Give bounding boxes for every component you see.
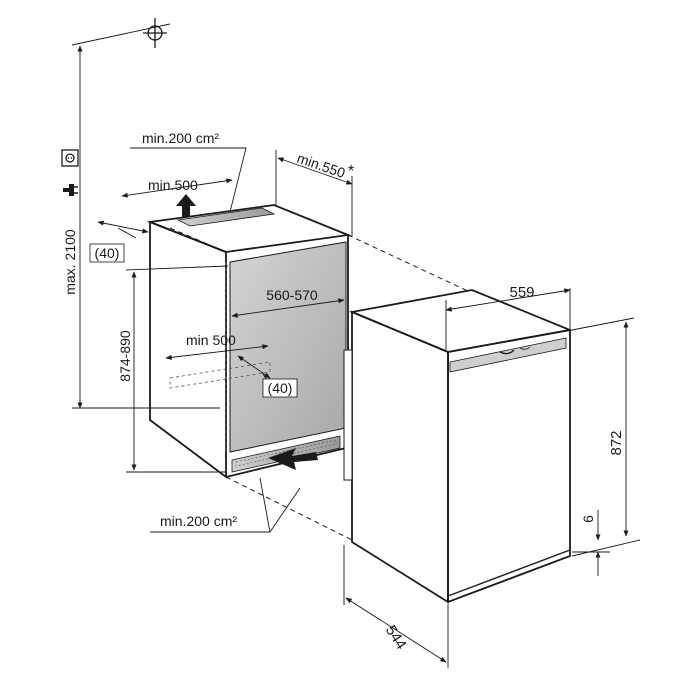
top-vent-depth-dimension: min.500 [121, 177, 233, 198]
bottom-vent-area-label: min.200 cm² [160, 513, 237, 529]
top-vent-area-label: min.200 cm² [142, 130, 219, 146]
cabinet-depth-label: min.550 [295, 150, 348, 181]
top-vent-area-dimension: min.200 cm² [130, 130, 247, 213]
niche-width-dimension: 560-570 [231, 287, 345, 318]
asterisk-mark: * [348, 163, 354, 180]
appliance-depth-dimension: 544 [343, 545, 449, 668]
refrigerator-appliance [343, 289, 574, 604]
top-offset-label: (40) [95, 245, 120, 261]
appliance-width-label: 559 [509, 284, 534, 301]
bottom-vent-area-dimension: min.200 cm² [150, 477, 301, 533]
power-plug-icon [63, 184, 78, 196]
built-in-niche [146, 204, 352, 479]
appliance-height-dimension: 872 [571, 317, 641, 557]
appliance-depth-label: 544 [382, 622, 410, 652]
grounding-symbol [71, 18, 171, 48]
appliance-width-dimension: 559 [445, 284, 571, 350]
niche-height-dimension: 874-890 [117, 265, 229, 473]
top-vent-depth-label: min.500 [148, 177, 198, 193]
bottom-offset-label: (40) [268, 380, 293, 396]
bottom-vent-depth-dimension: min 500 [165, 332, 269, 360]
top-offset-dimension: (40) [89, 220, 149, 263]
plinth-offset-label: 6 [580, 515, 596, 523]
niche-width-label: 560-570 [266, 287, 318, 303]
power-socket-icon [61, 149, 79, 167]
airflow-arrow-in-icon [268, 448, 318, 470]
top-vent-slot [176, 207, 276, 227]
plinth-offset-dimension: 6 [572, 510, 610, 576]
max-height-dimension: max. 2100 [62, 45, 220, 409]
bottom-offset-dimension: (40) [237, 355, 298, 398]
airflow-arrow-up-icon [176, 194, 196, 217]
door-handle-strip [449, 337, 567, 373]
bottom-vent-depth-label: min 500 [186, 332, 236, 348]
cabinet-depth-dimension: min.550 * [275, 150, 354, 236]
appliance-height-label: 872 [608, 430, 625, 455]
max-height-label: max. 2100 [62, 229, 78, 295]
niche-height-label: 874-890 [117, 330, 133, 382]
